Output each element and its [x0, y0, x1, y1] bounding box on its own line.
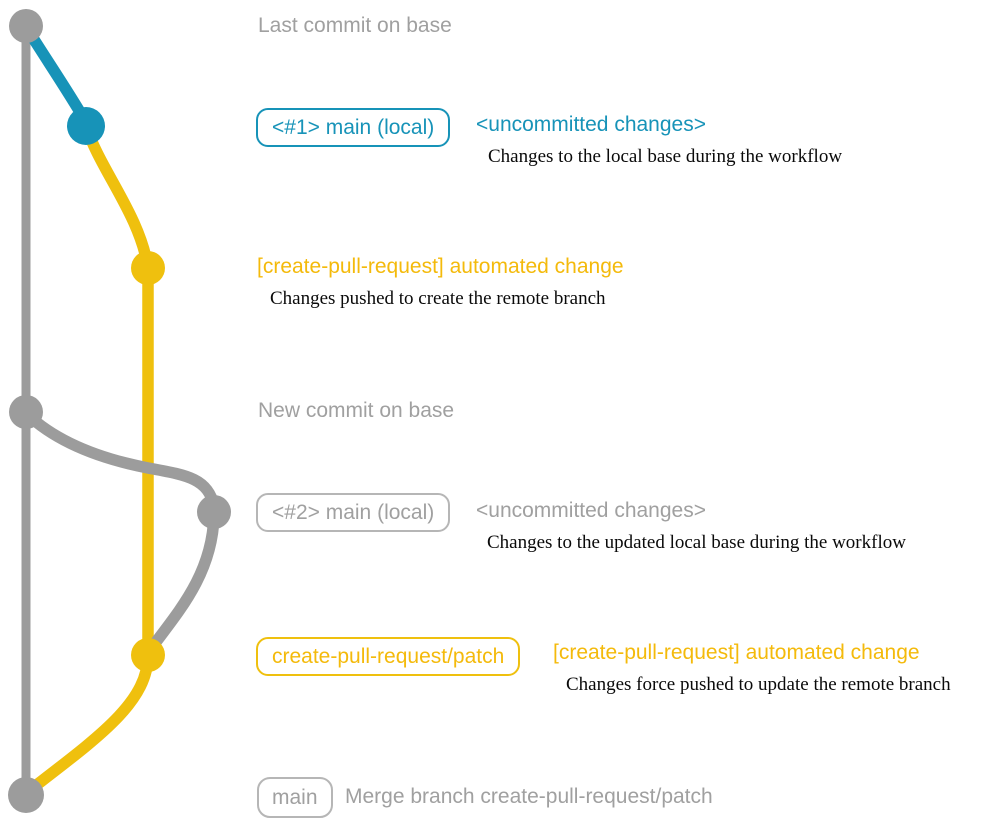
- automated-change-2-title: [create-pull-request] automated change: [553, 641, 920, 664]
- merge-commit-dot: [8, 777, 44, 813]
- remote-patch-commit-1-dot: [131, 251, 165, 285]
- local-main-commit-2-dot: [197, 495, 231, 529]
- local-main-commit-1-dot: [67, 107, 105, 145]
- local-change-line: [22, 24, 92, 128]
- automated-change-1-note: Changes pushed to create the remote bran…: [270, 288, 606, 309]
- rebase-out-line: [21, 408, 220, 512]
- main-local-2-badge: <#2> main (local): [256, 493, 451, 532]
- last-commit-label: Last commit on base: [258, 14, 452, 37]
- automated-change-1-title: [create-pull-request] automated change: [257, 255, 624, 278]
- main-local-1-badge: <#1> main (local): [256, 108, 451, 147]
- uncommitted-changes-2-note: Changes to the updated local base during…: [487, 532, 906, 553]
- rebase-in-line: [144, 510, 220, 656]
- patch-branch-line: [24, 120, 154, 796]
- automated-change-2-note: Changes force pushed to update the remot…: [566, 674, 951, 695]
- new-commit-on-base-dot: [9, 395, 43, 429]
- last-commit-on-base-dot: [9, 9, 43, 43]
- git-graph: [8, 9, 231, 813]
- merge-commit-title: Merge branch create-pull-request/patch: [345, 785, 713, 808]
- uncommitted-changes-1-title: <uncommitted changes>: [476, 113, 706, 136]
- patch-branch-badge: create-pull-request/patch: [256, 637, 521, 676]
- main-branch-badge: main: [257, 777, 333, 818]
- remote-patch-commit-2-dot: [131, 638, 165, 672]
- uncommitted-changes-1-note: Changes to the local base during the wor…: [488, 146, 843, 167]
- new-commit-label: New commit on base: [258, 399, 455, 422]
- uncommitted-changes-2-title: <uncommitted changes>: [476, 499, 706, 522]
